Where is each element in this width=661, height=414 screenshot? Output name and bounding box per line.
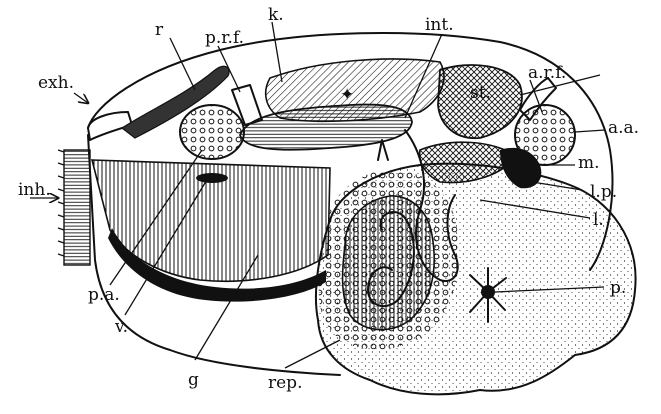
label-int: int. <box>425 15 454 35</box>
label-v: v. <box>114 317 128 337</box>
label-aa: a.a. <box>608 118 639 138</box>
heart-mark: ✦ <box>340 85 354 105</box>
label-rep: rep. <box>268 373 302 393</box>
ventricle <box>196 173 228 183</box>
label-k: k. <box>268 5 284 25</box>
label-prf: p.r.f. <box>205 28 244 48</box>
label-arf: a.r.f. <box>528 63 566 83</box>
label-inh: inh. <box>18 180 51 200</box>
intestine-loop-upper <box>240 105 412 150</box>
posterior-adductor <box>180 105 244 159</box>
label-pa: p.a. <box>88 285 120 305</box>
label-l: l. <box>593 210 604 230</box>
label-exh: exh. <box>38 73 74 93</box>
label-p: p. <box>610 278 626 298</box>
inhalant-siphon <box>58 150 90 265</box>
label-st: st. <box>470 83 491 103</box>
label-r: r <box>155 20 164 40</box>
label-m: m. <box>578 153 600 173</box>
label-lp: l.p. <box>590 182 617 202</box>
label-g: g <box>188 370 199 390</box>
